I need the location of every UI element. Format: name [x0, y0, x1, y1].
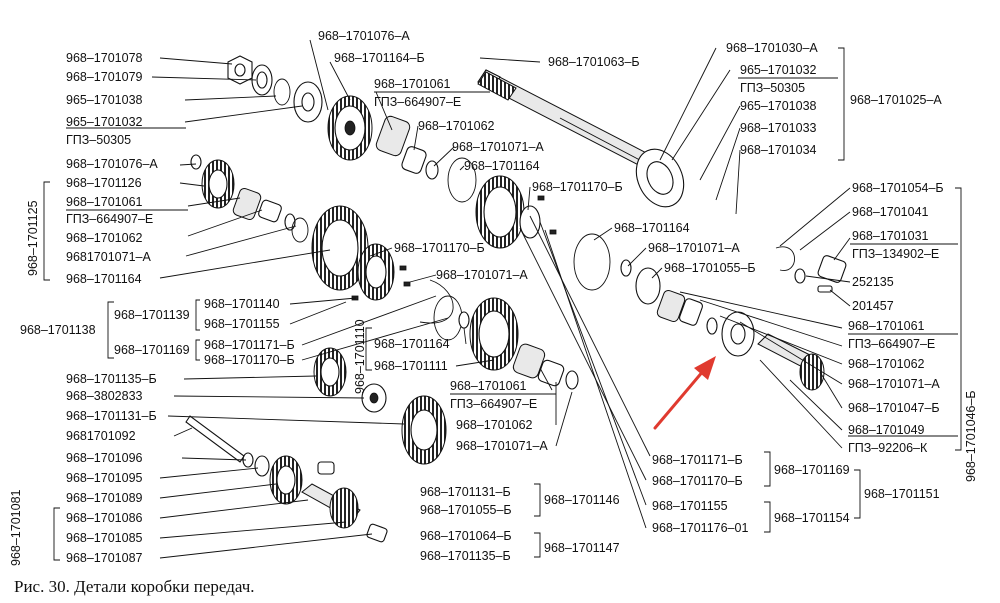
label-965-1701032-r: 965–1701032 — [740, 63, 817, 77]
label-968-1701154: 968–1701154 — [774, 511, 850, 525]
label-968-1701055-b: 968–1701055–Б — [664, 261, 756, 275]
label-968-1701089: 968–1701089 — [66, 491, 143, 505]
label-968-1701076-a: 968–1701076–А — [318, 29, 410, 43]
label-968-1701164-4: 968–1701164 — [374, 337, 450, 351]
label-968-1701170-b-2: 968–1701170–Б — [394, 241, 485, 255]
label-968-1701071-a-2: 9681701071–А — [66, 250, 151, 264]
leader-lines — [151, 39, 851, 559]
label-968-1701169: 968–1701169 — [114, 343, 190, 357]
output-side-parts — [573, 233, 847, 391]
label-968-1701061-3: 968–1701061 — [450, 379, 527, 393]
red-pointer-arrow — [653, 356, 716, 430]
label-968-1701170-b-3: 968–1701170–Б — [204, 353, 295, 367]
label-gpz-50305: ГПЗ–50305 — [66, 133, 131, 147]
label-968-1701155: 968–1701155 — [204, 317, 280, 331]
label-968-1701055-b-2: 968–1701055–Б — [420, 503, 512, 517]
label-968-1701061: 968–1701061 — [374, 77, 451, 91]
input-shaft — [477, 69, 685, 208]
label-968-1701046-b: 968–1701046–Б — [964, 390, 978, 482]
label-252135: 252135 — [852, 275, 894, 289]
label-968-1701062-2: 968–1701062 — [66, 231, 143, 245]
label-968-1701031: 968–1701031 — [852, 229, 929, 243]
label-gpz-664907-e: ГПЗ–664907–Е — [374, 95, 461, 109]
label-968-1701087: 968–1701087 — [66, 551, 143, 565]
label-968-1701071-a-3: 968–1701071–А — [648, 241, 740, 255]
label-gpz-664907-e-2: ГПЗ–664907–Е — [66, 212, 153, 226]
label-968-1701086: 968–1701086 — [66, 511, 143, 525]
label-968-1701151: 968–1701151 — [864, 487, 940, 501]
label-gpz-92206-k: ГПЗ–92206–К — [848, 441, 928, 455]
label-968-1701095: 968–1701095 — [66, 471, 143, 485]
label-968-1701135-b: 968–1701135–Б — [66, 372, 157, 386]
label-968-1701071-a-6: 968–1701071–А — [848, 377, 940, 391]
label-968-1701076-a-2: 968–1701076–А — [66, 157, 158, 171]
parts-drawings — [185, 55, 847, 543]
label-201457: 201457 — [852, 299, 894, 313]
label-968-1701146: 968–1701146 — [544, 493, 620, 507]
label-968-1701170-b: 968–1701170–Б — [532, 180, 623, 194]
label-gpz-664907-e-3: ГПЗ–664907–Е — [450, 397, 537, 411]
label-968-1701071-a: 968–1701071–А — [452, 140, 544, 154]
label-968-1701164: 968–1701164 — [464, 159, 540, 173]
label-gpz-134902-e: ГПЗ–134902–Е — [852, 247, 939, 261]
brackets — [43, 47, 962, 561]
label-965-1701038: 965–1701038 — [66, 93, 143, 107]
label-968-1701096: 968–1701096 — [66, 451, 143, 465]
part-labels: 968–1701078 968–1701079 965–1701038 965–… — [9, 29, 978, 566]
label-968-1701062-4: 968–1701062 — [848, 357, 925, 371]
label-968-1701131-b: 968–1701131–Б — [66, 409, 157, 423]
label-968-1701064-b: 968–1701064–Б — [420, 529, 512, 543]
label-968-1701078: 968–1701078 — [66, 51, 143, 65]
label-968-1701140: 968–1701140 — [204, 297, 280, 311]
label-968-1701126: 968–1701126 — [66, 176, 142, 190]
label-968-1701034: 968–1701034 — [740, 143, 817, 157]
label-968-1701164-3: 968–1701164 — [614, 221, 690, 235]
underlines — [66, 77, 958, 437]
label-968-1701071-a-4: 968–1701071–А — [436, 268, 528, 282]
nut-and-washers — [227, 55, 323, 123]
label-968-1701041: 968–1701041 — [852, 205, 929, 219]
label-9681701092: 9681701092 — [66, 429, 136, 443]
label-968-1701170-b-4: 968–1701170–Б — [652, 474, 743, 488]
label-968-1701169-2: 968–1701169 — [774, 463, 850, 477]
label-968-1701030-a: 968–1701030–А — [726, 41, 818, 55]
label-968-1701110: 968–1701110 — [353, 319, 367, 394]
label-968-1701061-4: 968–1701061 — [848, 319, 925, 333]
countershaft-parts — [190, 154, 579, 390]
figure-caption: Рис. 30. Детали коробки передач. — [14, 577, 255, 596]
label-968-1701111: 968–1701111 — [374, 359, 448, 373]
label-968-1701079: 968–1701079 — [66, 70, 143, 84]
label-968-1701081: 968–1701081 — [9, 489, 23, 566]
label-gpz-50305-r: ГПЗ–50305 — [740, 81, 805, 95]
label-965-1701038-r: 965–1701038 — [740, 99, 817, 113]
label-968-1701071-a-5: 968–1701071–А — [456, 439, 548, 453]
label-968-1701054-b: 968–1701054–Б — [852, 181, 944, 195]
label-965-1701032: 965–1701032 — [66, 115, 143, 129]
label-968-1701131-b-2: 968–1701131–Б — [420, 485, 511, 499]
label-968-1701164-b: 968–1701164–Б — [334, 51, 425, 65]
label-968-1701062-3: 968–1701062 — [456, 418, 533, 432]
label-968-1701063-b: 968–1701063–Б — [548, 55, 640, 69]
label-968-1701135-b-2: 968–1701135–Б — [420, 549, 511, 563]
label-968-1701047-b: 968–1701047–Б — [848, 401, 940, 415]
label-968-3802833: 968–3802833 — [66, 389, 143, 403]
label-968-1701171-b-2: 968–1701171–Б — [652, 453, 743, 467]
label-968-1701062: 968–1701062 — [418, 119, 495, 133]
label-968-1701147: 968–1701147 — [544, 541, 620, 555]
label-968-1701164-2: 968–1701164 — [66, 272, 142, 286]
label-968-1701049: 968–1701049 — [848, 423, 925, 437]
label-968-1701085: 968–1701085 — [66, 531, 143, 545]
label-968-1701139: 968–1701139 — [114, 308, 190, 322]
label-968-1701176-01: 968–1701176–01 — [652, 521, 748, 535]
label-gpz-664907-e-4: ГПЗ–664907–Е — [848, 337, 935, 351]
label-968-1701138: 968–1701138 — [20, 323, 96, 337]
lower-gears — [185, 347, 447, 543]
label-968-1701025-a: 968–1701025–А — [850, 93, 942, 107]
label-968-1701155-2: 968–1701155 — [652, 499, 728, 513]
label-968-1701171-b: 968–1701171–Б — [204, 338, 295, 352]
label-968-1701061-2: 968–1701061 — [66, 195, 143, 209]
label-968-1701125: 968–1701125 — [26, 200, 40, 276]
label-968-1701033: 968–1701033 — [740, 121, 817, 135]
